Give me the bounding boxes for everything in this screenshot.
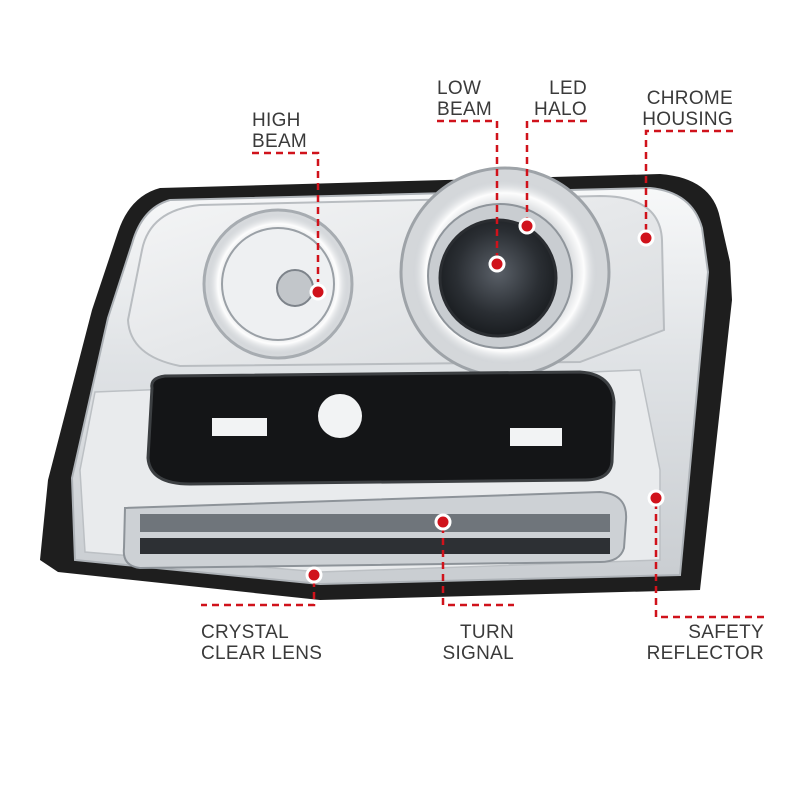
leader-chrome-housing: [644, 129, 733, 232]
marker-turn-signal: [434, 513, 452, 531]
projector-lens: [438, 218, 558, 338]
insert-hole: [318, 394, 362, 438]
leader-led-halo: [525, 119, 587, 220]
high-beam-lamp: [202, 208, 354, 360]
led-lower-bar: [140, 538, 610, 554]
marker-led-halo: [518, 217, 536, 235]
insert-detail: [212, 394, 562, 446]
leader-turn-signal: [441, 526, 514, 607]
marker-low-beam: [488, 255, 506, 273]
callout-leaders: [201, 119, 764, 619]
marker-crystal-clear-lens: [305, 566, 323, 584]
leader-safety-reflector: [654, 502, 764, 619]
low-beam-lamp: [399, 166, 611, 378]
leader-low-beam: [437, 119, 499, 258]
label-turn-signal: TURN SIGNAL: [442, 622, 514, 664]
label-safety-reflector: SAFETY REFLECTOR: [646, 622, 764, 664]
high-beam-bulb: [276, 269, 314, 307]
label-led-halo: LED HALO: [534, 78, 587, 120]
marker-safety-reflector: [647, 489, 665, 507]
fog-bucket-insert: [146, 370, 616, 486]
label-chrome-housing: CHROME HOUSING: [642, 88, 733, 130]
callout-markers: [305, 217, 665, 584]
leader-crystal-clear-lens: [201, 580, 316, 607]
label-crystal-clear-lens: CRYSTAL CLEAR LENS: [201, 622, 323, 664]
label-low-beam: LOW BEAM: [437, 78, 493, 120]
marker-high-beam: [309, 283, 327, 301]
insert-slot-left: [212, 418, 267, 436]
leader-high-beam: [252, 151, 320, 282]
marker-chrome-housing: [637, 229, 655, 247]
insert-slot-right: [510, 428, 562, 446]
turn-signal-strip: [122, 490, 628, 570]
led-segment-bar: [140, 514, 610, 532]
label-high-beam: HIGH BEAM: [252, 110, 308, 152]
